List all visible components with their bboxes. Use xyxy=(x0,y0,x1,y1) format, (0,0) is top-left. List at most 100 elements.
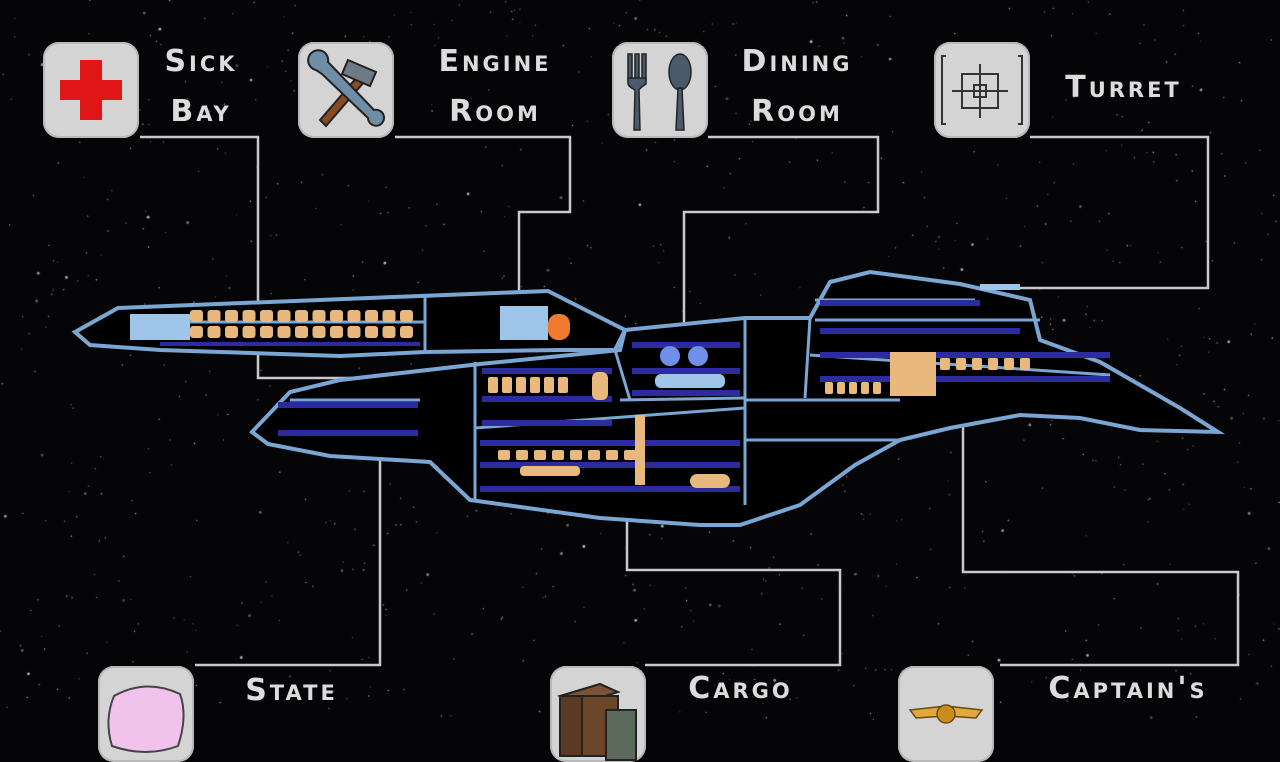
ship-interior-details xyxy=(130,284,1110,492)
deck-block xyxy=(820,300,980,306)
deck-block xyxy=(837,382,845,394)
deck-block xyxy=(400,310,413,322)
captains-quarters-tile[interactable] xyxy=(898,666,994,762)
deck-block xyxy=(347,310,361,322)
connector-engine-room xyxy=(395,135,572,292)
deck-block xyxy=(820,376,1110,382)
deck-block xyxy=(849,382,857,394)
cargo-label: Cargo xyxy=(688,671,793,706)
deck-block xyxy=(548,314,570,340)
deck-block xyxy=(295,310,308,322)
deck-block xyxy=(660,346,680,366)
dining-room-tile[interactable] xyxy=(612,42,708,138)
deck-block xyxy=(500,306,548,340)
state-room-tile[interactable] xyxy=(98,666,194,762)
deck-block xyxy=(592,372,608,400)
ship-cutaway-diagram xyxy=(71,135,1240,667)
turret-tile[interactable] xyxy=(934,42,1030,138)
deck-block xyxy=(606,450,618,460)
deck-block xyxy=(956,358,966,370)
deck-block xyxy=(277,310,291,322)
medical-cross-icon xyxy=(60,60,122,120)
deck-block xyxy=(480,486,740,492)
deck-block xyxy=(632,342,740,348)
deck-block xyxy=(312,310,326,322)
dining-room-label: Dining room xyxy=(741,44,853,129)
connector-state xyxy=(195,442,382,667)
deck-block xyxy=(502,377,512,393)
deck-block xyxy=(277,326,291,338)
deck-block xyxy=(488,377,498,393)
deck-block xyxy=(632,390,740,396)
pillow-icon xyxy=(107,685,185,753)
deck-block xyxy=(632,368,740,374)
deck-block xyxy=(972,358,982,370)
deck-block xyxy=(260,326,273,338)
wrench-hammer-icon xyxy=(307,49,385,128)
deck-block xyxy=(130,314,190,340)
deck-block xyxy=(480,440,740,446)
deck-block xyxy=(516,450,528,460)
deck-block xyxy=(260,310,273,322)
crosshair-icon xyxy=(941,55,1023,125)
deck-block xyxy=(382,326,396,338)
deck-block xyxy=(530,377,540,393)
deck-block xyxy=(1004,358,1014,370)
deck-block xyxy=(624,450,636,460)
connector-turret xyxy=(1018,135,1210,290)
deck-block xyxy=(482,396,612,402)
deck-block xyxy=(278,402,418,408)
deck-block xyxy=(570,450,582,460)
deck-block xyxy=(330,310,343,322)
connector-dining-room xyxy=(682,135,880,332)
deck-block xyxy=(400,326,413,338)
connector-cargo xyxy=(625,498,842,667)
deck-block xyxy=(160,342,420,346)
deck-block xyxy=(544,377,554,393)
connector-captains xyxy=(961,385,1240,667)
deck-block xyxy=(190,310,203,322)
deck-block xyxy=(190,326,203,338)
deck-block xyxy=(242,310,256,322)
deck-block xyxy=(207,310,221,322)
deck-block xyxy=(558,377,568,393)
deck-block xyxy=(655,374,725,388)
deck-block xyxy=(295,326,308,338)
deck-block xyxy=(516,377,526,393)
engine-room-tile[interactable] xyxy=(298,42,394,138)
captain-wings-icon xyxy=(908,704,984,724)
deck-block xyxy=(242,326,256,338)
deck-block xyxy=(988,358,998,370)
connector-lines xyxy=(140,135,1240,667)
deck-block xyxy=(635,415,645,485)
state-label: State xyxy=(245,673,338,708)
deck-block xyxy=(278,430,418,436)
turret-label: Turret xyxy=(1065,70,1182,105)
deck-block xyxy=(482,368,612,374)
engine-room-label: Engine room xyxy=(438,44,552,129)
deck-block xyxy=(498,450,510,460)
crates-icon xyxy=(556,682,637,761)
deck-block xyxy=(365,310,378,322)
ship-hull xyxy=(71,269,1226,527)
deck-block xyxy=(520,466,580,476)
deck-block xyxy=(688,346,708,366)
deck-block xyxy=(225,310,238,322)
deck-block xyxy=(300,412,314,430)
deck-block xyxy=(534,450,546,460)
deck-block xyxy=(873,382,881,394)
deck-block xyxy=(382,310,396,322)
deck-block xyxy=(330,326,343,338)
cargo-tile[interactable] xyxy=(550,666,646,762)
deck-block xyxy=(365,326,378,338)
deck-block xyxy=(1020,358,1030,370)
fork-spoon-icon xyxy=(627,53,692,131)
deck-block xyxy=(552,450,564,460)
deck-block xyxy=(350,412,364,430)
sick-bay-tile[interactable] xyxy=(43,42,139,138)
deck-block xyxy=(225,326,238,338)
deck-block xyxy=(820,328,1020,334)
deck-block xyxy=(312,326,326,338)
deck-block xyxy=(588,450,600,460)
deck-block xyxy=(980,284,1020,290)
